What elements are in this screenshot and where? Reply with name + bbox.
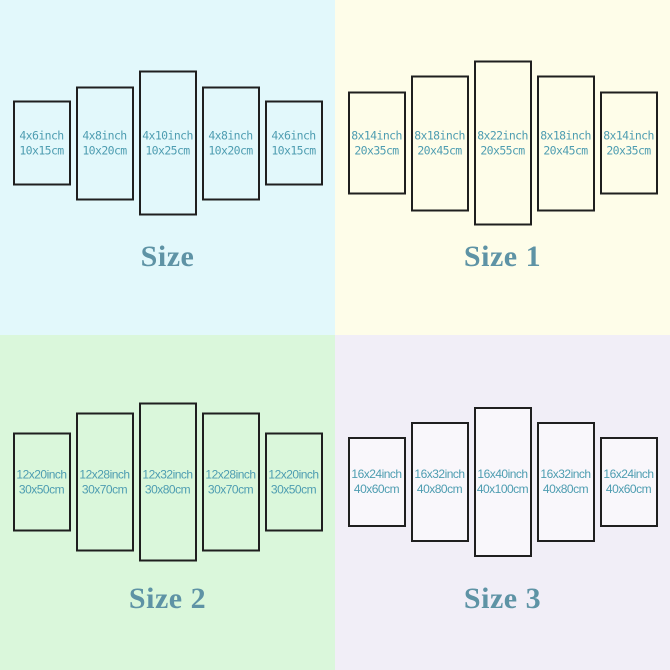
panel-group: 4x6inch 10x15cm 4x8inch 10x20cm 4x10inch… <box>0 70 335 216</box>
canvas-panel: 8x14inch 20x35cm <box>347 91 406 195</box>
panel-size-cm: 30x50cm <box>18 482 65 496</box>
panel-size-cm: 10x20cm <box>82 143 127 157</box>
canvas-panel: 12x32inch 30x80cm <box>138 402 197 562</box>
panel-size-inch: 8x18inch <box>414 128 465 142</box>
panel-group: 8x14inch 20x35cm 8x18inch 20x45cm 8x22in… <box>335 60 670 226</box>
panel-size-cm: 40x60cm <box>353 482 400 496</box>
panel-size-inch: 12x20inch <box>16 467 67 481</box>
canvas-panel: 16x40inch 40x100cm <box>473 407 532 557</box>
canvas-panel: 16x24inch 40x60cm <box>347 437 406 527</box>
canvas-panel: 4x6inch 10x15cm <box>264 100 323 186</box>
panel-group: 12x20inch 30x50cm 12x28inch 30x70cm 12x3… <box>0 402 335 562</box>
canvas-panel: 16x32inch 40x80cm <box>410 422 469 542</box>
size-variant-default: 4x6inch 10x15cm 4x8inch 10x20cm 4x10inch… <box>0 0 335 335</box>
canvas-panel: 8x22inch 20x55cm <box>473 60 532 226</box>
panel-size-inch: 4x6inch <box>19 128 64 142</box>
panel-size-cm: 30x50cm <box>270 482 317 496</box>
canvas-panel: 4x8inch 10x20cm <box>201 86 260 200</box>
variant-title: Size <box>140 240 195 273</box>
panel-size-cm: 20x35cm <box>606 143 651 157</box>
panel-size-inch: 4x6inch <box>271 128 316 142</box>
variant-title: Size 2 <box>128 582 207 615</box>
size-variant-3: 16x24inch 40x60cm 16x32inch 40x80cm 16x4… <box>335 335 670 670</box>
panel-size-cm: 40x100cm <box>476 482 529 496</box>
panel-size-cm: 20x35cm <box>354 143 399 157</box>
panel-size-cm: 30x80cm <box>144 482 191 496</box>
canvas-panel: 8x18inch 20x45cm <box>410 75 469 211</box>
panel-size-inch: 8x14inch <box>351 128 402 142</box>
variant-title: Size 3 <box>463 582 542 615</box>
panel-size-inch: 16x32inch <box>414 467 465 481</box>
panel-size-inch: 8x18inch <box>540 128 591 142</box>
panel-group: 16x24inch 40x60cm 16x32inch 40x80cm 16x4… <box>335 407 670 557</box>
panel-size-inch: 16x24inch <box>351 467 402 481</box>
canvas-panel: 16x32inch 40x80cm <box>536 422 595 542</box>
panel-size-inch: 4x8inch <box>208 128 253 142</box>
panel-size-inch: 8x14inch <box>603 128 654 142</box>
panel-size-cm: 20x55cm <box>480 143 525 157</box>
canvas-panel: 4x6inch 10x15cm <box>12 100 71 186</box>
panel-size-inch: 8x22inch <box>477 128 528 142</box>
canvas-panel: 12x28inch 30x70cm <box>75 412 134 552</box>
canvas-panel: 4x8inch 10x20cm <box>75 86 134 200</box>
panel-size-cm: 10x25cm <box>145 143 190 157</box>
panel-size-inch: 12x28inch <box>205 467 256 481</box>
variant-title: Size 1 <box>463 240 542 273</box>
panel-size-cm: 40x80cm <box>416 482 463 496</box>
panel-size-cm: 30x70cm <box>207 482 254 496</box>
size-variant-2: 12x20inch 30x50cm 12x28inch 30x70cm 12x3… <box>0 335 335 670</box>
panel-size-inch: 4x10inch <box>142 128 193 142</box>
panel-size-inch: 16x24inch <box>603 467 654 481</box>
panel-size-cm: 20x45cm <box>543 143 588 157</box>
panel-size-cm: 30x70cm <box>81 482 128 496</box>
panel-size-cm: 10x15cm <box>271 143 316 157</box>
panel-size-cm: 20x45cm <box>417 143 462 157</box>
canvas-panel: 12x28inch 30x70cm <box>201 412 260 552</box>
canvas-panel: 12x20inch 30x50cm <box>264 432 323 532</box>
canvas-panel: 16x24inch 40x60cm <box>599 437 658 527</box>
panel-size-cm: 40x60cm <box>605 482 652 496</box>
canvas-panel: 4x10inch 10x25cm <box>138 70 197 216</box>
panel-size-cm: 40x80cm <box>542 482 589 496</box>
panel-size-inch: 16x40inch <box>477 467 528 481</box>
panel-size-cm: 10x15cm <box>19 143 64 157</box>
canvas-panel: 8x14inch 20x35cm <box>599 91 658 195</box>
panel-size-inch: 12x20inch <box>268 467 319 481</box>
panel-size-inch: 12x28inch <box>79 467 130 481</box>
canvas-panel: 8x18inch 20x45cm <box>536 75 595 211</box>
canvas-panel: 12x20inch 30x50cm <box>12 432 71 532</box>
size-variant-1: 8x14inch 20x35cm 8x18inch 20x45cm 8x22in… <box>335 0 670 335</box>
panel-size-cm: 10x20cm <box>208 143 253 157</box>
panel-size-inch: 12x32inch <box>142 467 193 481</box>
panel-size-inch: 4x8inch <box>82 128 127 142</box>
panel-size-inch: 16x32inch <box>540 467 591 481</box>
